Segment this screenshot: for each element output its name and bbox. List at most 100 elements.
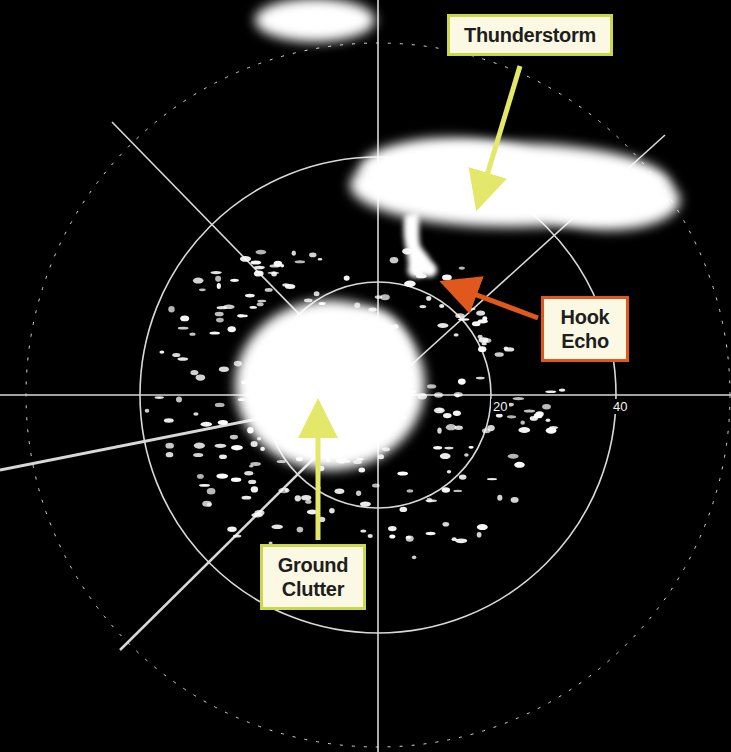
clutter-speckle xyxy=(458,318,469,320)
clutter-speckle xyxy=(443,522,450,527)
clutter-speckle xyxy=(514,462,525,468)
clutter-speckle xyxy=(273,400,278,403)
clutter-speckle xyxy=(178,357,189,361)
clutter-speckle xyxy=(285,284,295,289)
clutter-speckle xyxy=(297,527,304,533)
clutter-speckle xyxy=(240,256,251,262)
clutter-speckle xyxy=(460,280,469,284)
clutter-speckle xyxy=(535,411,543,417)
clutter-speckle xyxy=(257,302,264,306)
clutter-speckle xyxy=(455,313,465,318)
clutter-speckle xyxy=(559,389,565,392)
clutter-speckle xyxy=(407,489,414,492)
clutter-speckle xyxy=(210,271,221,274)
clutter-speckle xyxy=(362,336,373,341)
clutter-speckle xyxy=(458,379,466,385)
clutter-speckle xyxy=(251,260,262,264)
clutter-speckle xyxy=(193,278,204,284)
clutter-speckle xyxy=(251,486,258,492)
clutter-speckle xyxy=(442,275,452,281)
clutter-speckle xyxy=(404,281,416,287)
range-label: 40 xyxy=(611,399,629,414)
clutter-speckle xyxy=(267,384,275,390)
clutter-speckle xyxy=(241,381,248,385)
clutter-speckle xyxy=(172,353,180,357)
clutter-speckle xyxy=(248,370,257,373)
clutter-speckle xyxy=(495,352,504,357)
clutter-speckle xyxy=(524,410,535,413)
clutter-speckle xyxy=(482,343,487,346)
clutter-speckle xyxy=(442,487,450,492)
clutter-speckle xyxy=(295,495,301,501)
clutter-speckle xyxy=(248,480,256,484)
clutter-speckle xyxy=(278,488,289,494)
clutter-speckle xyxy=(199,288,206,291)
clutter-speckle xyxy=(479,337,489,343)
clutter-speckle xyxy=(166,452,174,457)
clutter-speckle xyxy=(193,412,198,416)
clutter-speckle xyxy=(249,391,254,394)
clutter-speckle xyxy=(426,532,436,535)
clutter-speckle xyxy=(249,381,255,385)
clutter-speckle xyxy=(164,418,174,422)
clutter-speckle xyxy=(271,525,283,530)
clutter-speckle xyxy=(457,295,461,299)
clutter-speckle xyxy=(207,488,216,494)
clutter-speckle xyxy=(336,458,347,463)
clutter-speckle xyxy=(359,468,366,473)
clutter-speckle xyxy=(159,350,164,353)
clutter-speckle xyxy=(418,393,427,399)
clutter-speckle xyxy=(496,414,503,418)
clutter-speckle xyxy=(168,306,174,312)
clutter-speckle xyxy=(289,327,294,330)
callout-box: Ground Clutter xyxy=(260,544,366,610)
clutter-speckle xyxy=(265,288,273,292)
clutter-speckle xyxy=(332,327,338,332)
clutter-speckle xyxy=(231,445,243,450)
clutter-speckle xyxy=(267,364,275,370)
clutter-speckle xyxy=(217,283,221,289)
clutter-speckle xyxy=(329,508,335,513)
clutter-speckle xyxy=(155,396,164,399)
clutter-speckle xyxy=(233,535,241,538)
clutter-speckle xyxy=(215,403,225,407)
clutter-speckle xyxy=(398,416,407,419)
clutter-speckle xyxy=(292,251,296,256)
clutter-speckle xyxy=(234,361,242,367)
clutter-speckle xyxy=(434,408,445,414)
clutter-speckle xyxy=(247,427,253,433)
clutter-speckle xyxy=(216,473,228,478)
clutter-speckle xyxy=(452,537,457,541)
clutter-speckle xyxy=(271,332,282,337)
clutter-speckle xyxy=(360,502,371,507)
clutter-speckle xyxy=(470,308,476,310)
clutter-speckle xyxy=(219,367,229,372)
clutter-speckle xyxy=(193,453,203,457)
clutter-speckle xyxy=(447,470,451,474)
clutter-speckle xyxy=(318,258,323,261)
clutter-speckle xyxy=(274,368,282,372)
callout-text: Thunderstorm xyxy=(458,23,602,47)
clutter-speckle xyxy=(254,271,264,277)
clutter-speckle xyxy=(257,300,266,303)
callout-text: Ground Clutter xyxy=(271,553,355,601)
callout-text: Hook Echo xyxy=(552,305,618,353)
clutter-speckle xyxy=(368,308,376,312)
clutter-speckle xyxy=(402,248,412,254)
callout-box: Thunderstorm xyxy=(447,14,613,56)
ground-clutter-echo xyxy=(145,248,566,559)
clutter-speckle xyxy=(487,478,497,480)
clutter-speckle xyxy=(237,315,248,318)
clutter-speckle xyxy=(319,302,326,305)
clutter-speckle xyxy=(301,329,311,335)
clutter-speckle xyxy=(444,447,453,450)
leader-arrows xyxy=(318,66,538,540)
clutter-speckle xyxy=(388,526,397,531)
clutter-speckle xyxy=(215,276,221,282)
clutter-speckle xyxy=(520,421,525,425)
clutter-speckle xyxy=(446,424,456,430)
clutter-speckle xyxy=(455,538,467,543)
